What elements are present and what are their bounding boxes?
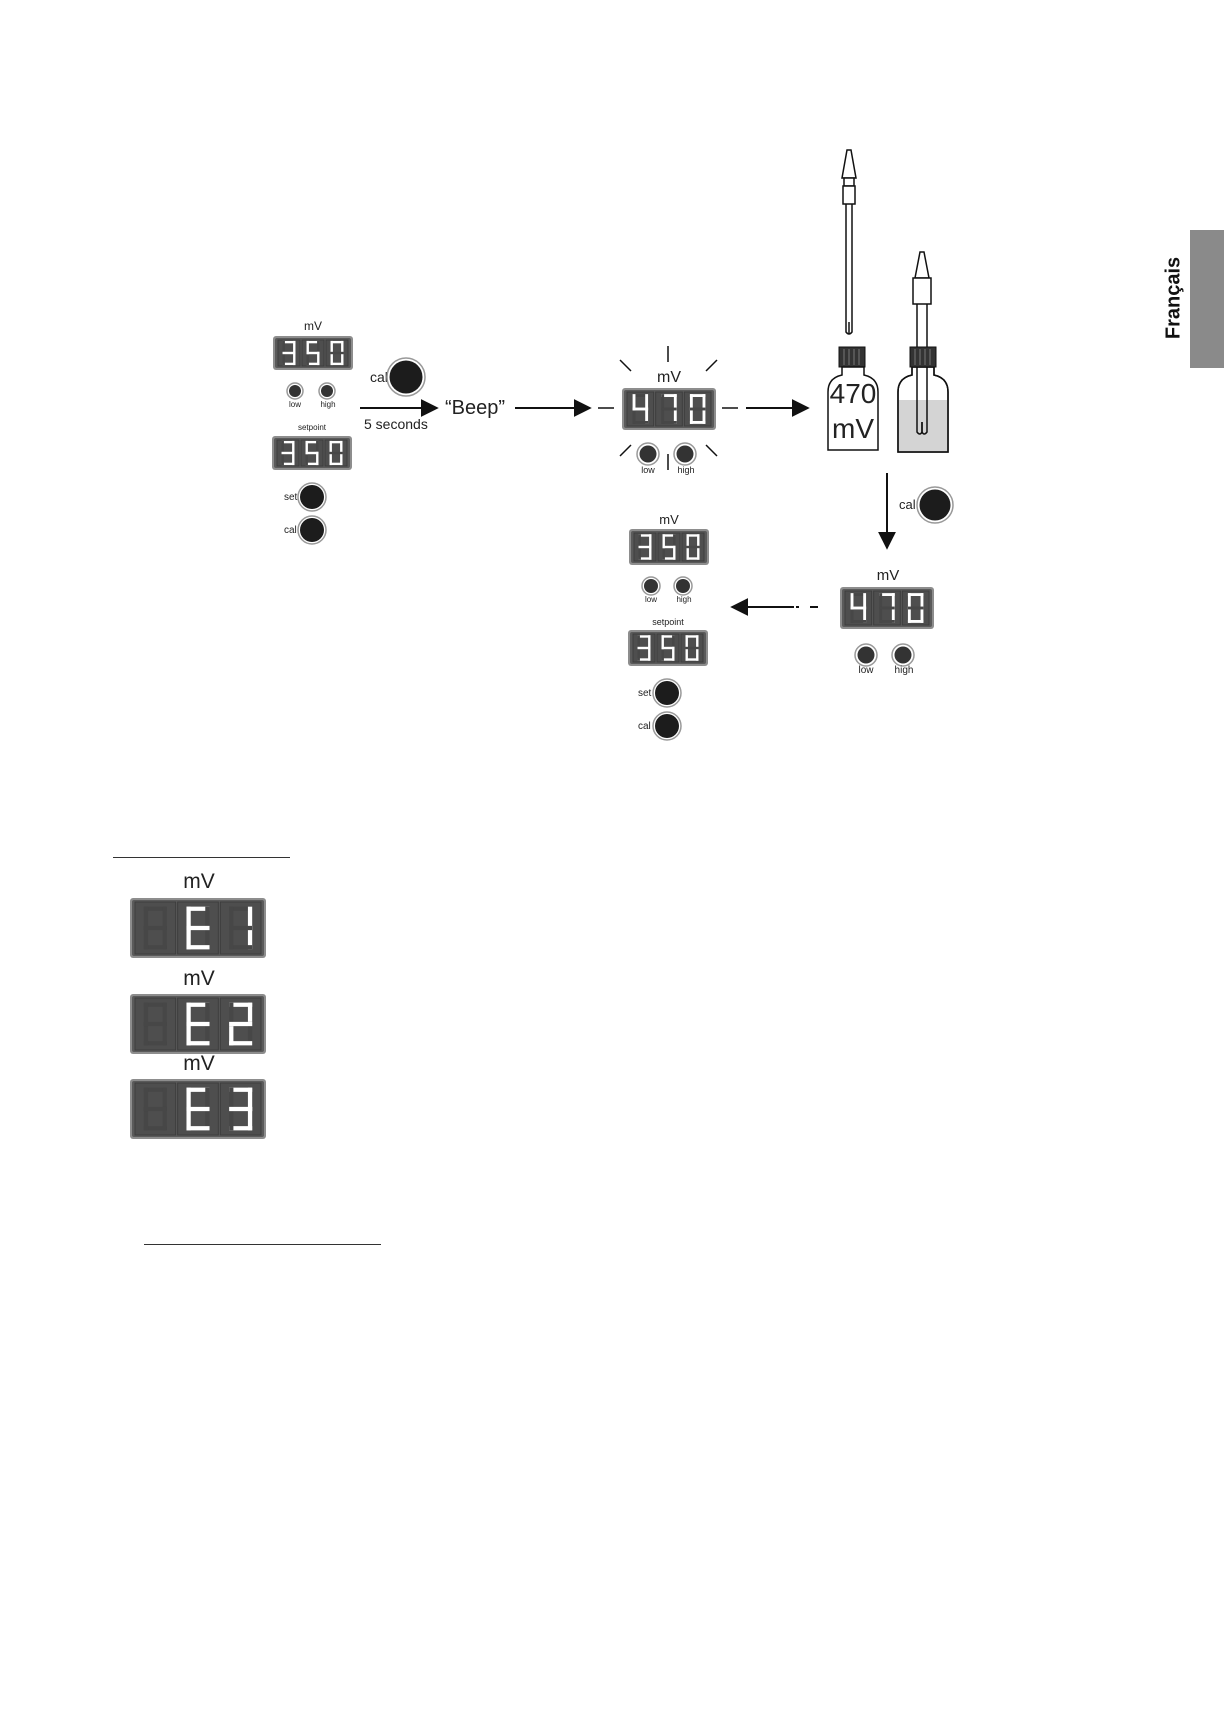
blinking-low-indicator <box>637 443 659 465</box>
blinking-high-label: high <box>677 465 694 475</box>
start-reading-display <box>273 336 353 370</box>
blinking-high-indicator <box>674 443 696 465</box>
calibrated-high-label: high <box>895 665 914 676</box>
error-unit-label-3: mV <box>183 1052 215 1075</box>
calibrated-low-label: low <box>858 665 874 676</box>
beep-label: “Beep” <box>445 397 505 419</box>
cal-confirm-label: cal <box>899 497 916 512</box>
electrode-in-standard <box>842 150 856 334</box>
hold-time-label: 5 seconds <box>364 416 428 432</box>
calibrated-meter: mV low high <box>840 567 934 676</box>
blinking-reading-display <box>622 388 716 430</box>
calibrated-unit-label: mV <box>877 567 900 584</box>
set-label: set <box>284 492 298 503</box>
final-meter-panel: mV low high setpoint set cal <box>628 512 709 740</box>
set-button[interactable] <box>298 483 326 511</box>
final-unit-label: mV <box>659 512 679 527</box>
low-indicator <box>287 383 303 399</box>
high-label: high <box>320 400 335 409</box>
cal-press-button[interactable] <box>387 358 425 396</box>
solution-unit: mV <box>832 413 874 444</box>
start-unit-label: mV <box>304 319 322 333</box>
calibrated-high-indicator <box>892 644 914 666</box>
error-unit-label-1: mV <box>183 870 215 893</box>
cal-label: cal <box>284 525 297 536</box>
storage-bottle <box>898 304 948 452</box>
standard-solution-bottle: 470 mV <box>828 347 878 450</box>
final-high-indicator <box>674 577 692 595</box>
setpoint-label: setpoint <box>298 423 327 432</box>
blinking-unit-label: mV <box>657 369 681 386</box>
error-display-e3 <box>130 1079 266 1139</box>
final-cal-button[interactable] <box>653 712 681 740</box>
final-low-label: low <box>645 595 657 604</box>
cal-press-label: cal <box>370 369 388 385</box>
blinking-meter: mV low high <box>598 346 738 475</box>
final-set-label: set <box>638 688 652 699</box>
electrode-storage <box>913 252 931 304</box>
final-setpoint-label: setpoint <box>652 617 684 627</box>
final-low-indicator <box>642 577 660 595</box>
error-code-list: mV mV mV <box>130 870 266 1139</box>
low-label: low <box>289 400 301 409</box>
solution-value: 470 <box>830 378 877 409</box>
final-reading-display <box>629 529 709 565</box>
blinking-low-label: low <box>641 465 655 475</box>
high-indicator <box>319 383 335 399</box>
error-unit-label-2: mV <box>183 967 215 990</box>
final-cal-label: cal <box>638 721 651 732</box>
cal-confirm-button[interactable] <box>917 487 953 523</box>
calibrated-low-indicator <box>855 644 877 666</box>
final-set-button[interactable] <box>653 679 681 707</box>
final-high-label: high <box>676 595 691 604</box>
error-display-e2 <box>130 994 266 1054</box>
cal-button[interactable] <box>298 516 326 544</box>
start-setpoint-display <box>272 436 352 470</box>
start-meter-panel: mV low high setpoint set cal <box>272 319 353 544</box>
calibrated-reading-display <box>840 587 934 629</box>
error-display-e1 <box>130 898 266 958</box>
final-setpoint-display <box>628 630 708 666</box>
